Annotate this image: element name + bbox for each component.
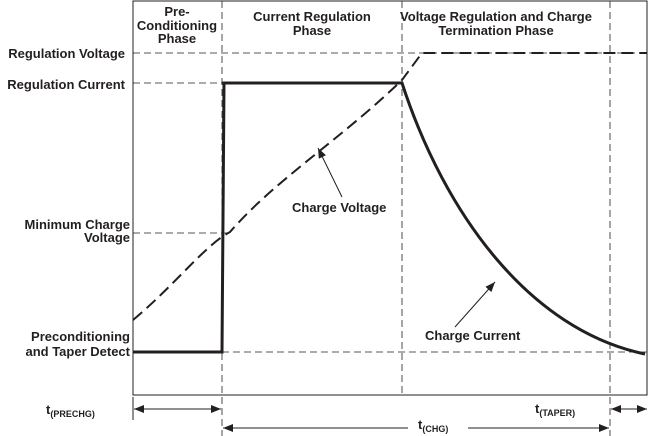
chg-timer-sub: (CHG) xyxy=(422,424,448,434)
taper-timer-main: t xyxy=(535,401,540,416)
min-charge-voltage-label-line1: Minimum Charge xyxy=(25,217,130,232)
taper-timer-sub: (TAPER) xyxy=(539,408,575,418)
charge-current-curve xyxy=(133,81,646,356)
prechg-timer-main: t xyxy=(46,402,51,417)
phase-voltage-line2: Termination Phase xyxy=(438,23,553,38)
phase-precondition-line1: Pre- xyxy=(164,4,189,19)
regulation-voltage-label: Regulation Voltage xyxy=(8,46,125,61)
chg-timer-label: t(CHG) xyxy=(418,417,448,434)
phase-voltage-line1: Voltage Regulation and Charge xyxy=(400,9,592,24)
taper-timer-label: t(TAPER) xyxy=(535,401,575,418)
charge-voltage-pointer xyxy=(317,147,343,198)
phase-precondition-line3: Phase xyxy=(158,31,196,46)
charge-current-label: Charge Current xyxy=(425,328,521,343)
precondition-label-line2: and Taper Detect xyxy=(25,344,130,359)
plot-frame xyxy=(132,0,648,396)
phase-current-line1: Current Regulation xyxy=(253,9,371,24)
charge-voltage-curve xyxy=(132,52,647,321)
phase-current-line2: Phase xyxy=(293,23,331,38)
charge-current-pointer xyxy=(454,281,496,328)
prechg-timer-sub: (PRECHG) xyxy=(50,409,95,419)
charge-voltage-label: Charge Voltage xyxy=(292,200,386,215)
phase-precondition-line2: Conditioning xyxy=(137,18,217,33)
min-charge-voltage-label-line2: Voltage xyxy=(84,230,130,245)
chg-timer-main: t xyxy=(418,417,423,432)
prechg-timer-label: t(PRECHG) xyxy=(46,402,95,419)
precondition-label-line1: Preconditioning xyxy=(31,329,130,344)
regulation-current-label: Regulation Current xyxy=(7,77,125,92)
